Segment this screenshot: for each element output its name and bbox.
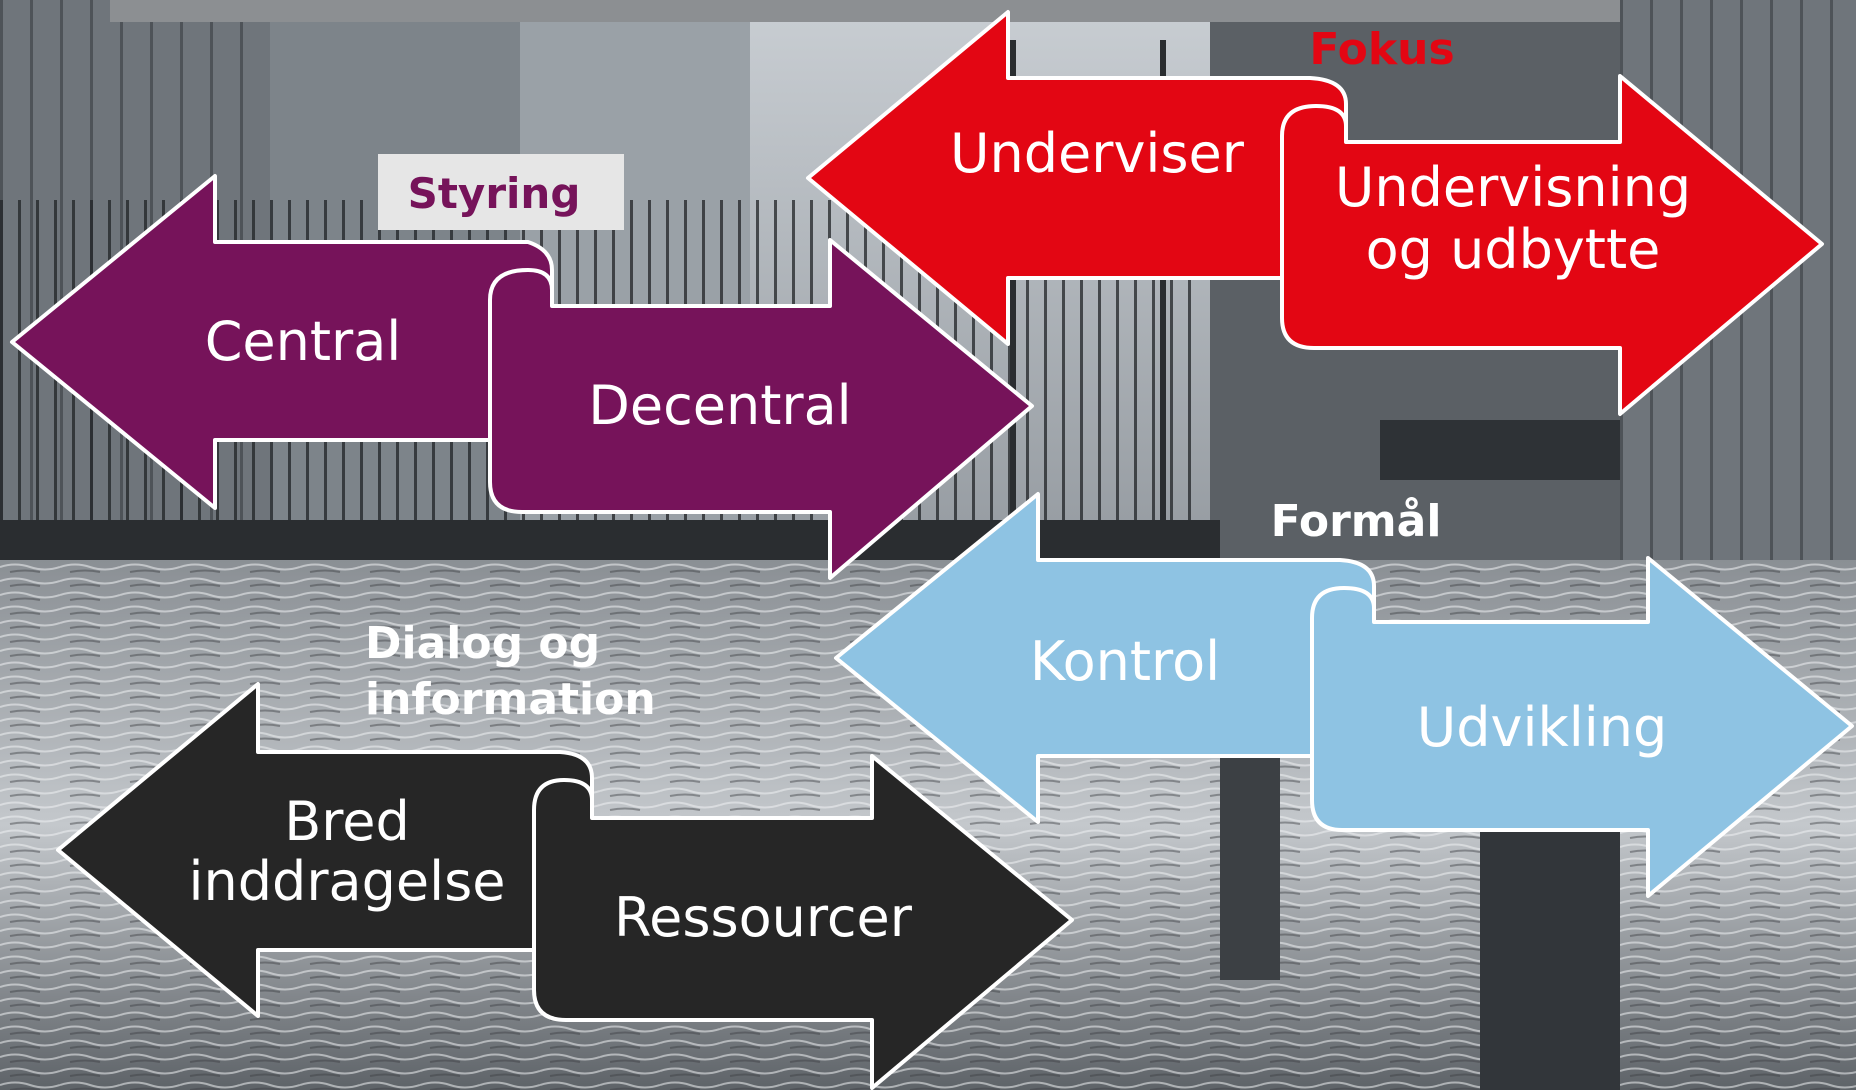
dialog-heading-line1: Dialog og: [365, 618, 600, 669]
diagram-fokus: Fokus Underviser Undervisning og udbytte: [806, 10, 1824, 416]
dialog-left-label-line2: inddragelse: [189, 850, 506, 913]
dialog-left-label-line1: Bred: [284, 790, 410, 853]
fokus-left-arrow: [806, 10, 1348, 346]
formaal-heading: Formål: [1271, 496, 1442, 547]
formaal-left-label: Kontrol: [1030, 630, 1220, 693]
styring-left-arrow: [10, 174, 554, 510]
fokus-right-label-line2: og udbytte: [1366, 218, 1661, 281]
fokus-left-label: Underviser: [950, 122, 1245, 185]
dialog-right-label: Ressourcer: [614, 886, 913, 949]
fokus-right-arrow: [1280, 74, 1824, 416]
styring-left-label: Central: [205, 310, 402, 373]
title-bar: [110, 0, 1620, 22]
styring-right-label: Decentral: [588, 374, 851, 437]
formaal-right-label: Udvikling: [1417, 696, 1668, 759]
wall-vent: [1380, 420, 1640, 480]
fokus-heading: Fokus: [1309, 24, 1454, 75]
styring-heading: Styring: [408, 169, 581, 218]
diagram-formaal: Formål Kontrol Udvikling: [834, 492, 1854, 898]
dialog-left-arrow: [56, 682, 594, 1018]
styring-right-arrow: [488, 238, 1034, 580]
formaal-right-arrow: [1310, 556, 1854, 898]
dialog-heading-line2: information: [365, 674, 656, 725]
formaal-left-arrow: [834, 492, 1376, 824]
dialog-right-arrow: [532, 754, 1074, 1090]
diagram-styring: Styring Central Decentral: [10, 154, 1034, 580]
diagram-dialog: Dialog og information Bred inddragelse R…: [56, 618, 1074, 1090]
fokus-right-label-line1: Undervisning: [1335, 156, 1691, 219]
styring-heading-box: [378, 154, 624, 230]
